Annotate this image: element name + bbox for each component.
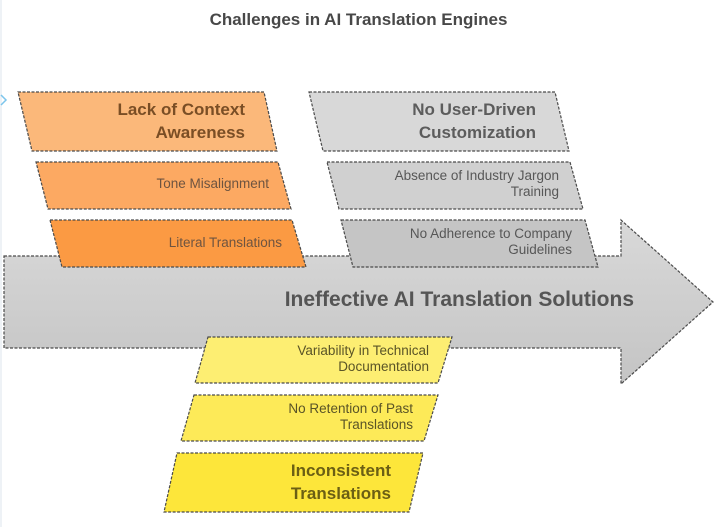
effect-label: Ineffective AI Translation Solutions	[284, 288, 634, 311]
category-box-consistency[interactable]	[163, 452, 424, 513]
category-label-line: Translations	[290, 484, 391, 503]
cause-box-company-guidelines[interactable]	[340, 219, 599, 268]
cause-box-tone-misalignment[interactable]	[35, 161, 292, 210]
cause-box-technical-documentation[interactable]	[194, 336, 453, 384]
cause-label-line: Translations	[339, 416, 413, 432]
cause-label-tone-misalignment: Tone Misalignment	[156, 176, 269, 191]
category-label-line: Customization	[418, 123, 536, 142]
category-box-customization[interactable]	[308, 91, 570, 152]
cause-label-line: No Retention of Past	[288, 401, 413, 416]
diagram-title: Challenges in AI Translation Engines	[209, 10, 508, 29]
cause-label-line: No Adherence to Company	[409, 226, 572, 241]
category-box-context[interactable]	[17, 91, 278, 152]
cause-label-line: Variability in Technical	[297, 343, 429, 358]
cause-label-line: Absence of Industry Jargon	[394, 168, 559, 183]
chevron-right-icon[interactable]	[0, 94, 8, 106]
cause-label-literal-translations: Literal Translations	[168, 235, 282, 250]
cause-label-past-translations: No Retention of Past Translations	[200, 401, 413, 432]
cause-label-company-guidelines: No Adherence to Company Guidelines	[355, 226, 572, 257]
cause-label-technical-documentation: Variability in Technical Documentation	[215, 343, 429, 374]
cause-label-line: Guidelines	[508, 241, 572, 257]
category-label-line: Inconsistent	[290, 461, 391, 480]
cause-label-line: Training	[510, 183, 559, 199]
category-label-context: Lack of Context Awareness	[40, 98, 245, 144]
cause-box-industry-jargon[interactable]	[326, 161, 584, 210]
category-label-line: Lack of Context	[117, 100, 245, 119]
category-label-line: Awareness	[155, 123, 245, 142]
cause-label-industry-jargon: Absence of Industry Jargon Training	[340, 168, 559, 199]
category-label-line: No User-Driven	[412, 100, 536, 119]
cause-box-literal-translations[interactable]	[49, 219, 307, 268]
cause-label-line: Documentation	[338, 358, 429, 374]
category-label-consistency: Inconsistent Translations	[190, 459, 391, 505]
category-label-customization: No User-Driven Customization	[330, 98, 536, 144]
canvas-left-edge	[0, 0, 2, 527]
cause-box-past-translations[interactable]	[180, 394, 439, 442]
